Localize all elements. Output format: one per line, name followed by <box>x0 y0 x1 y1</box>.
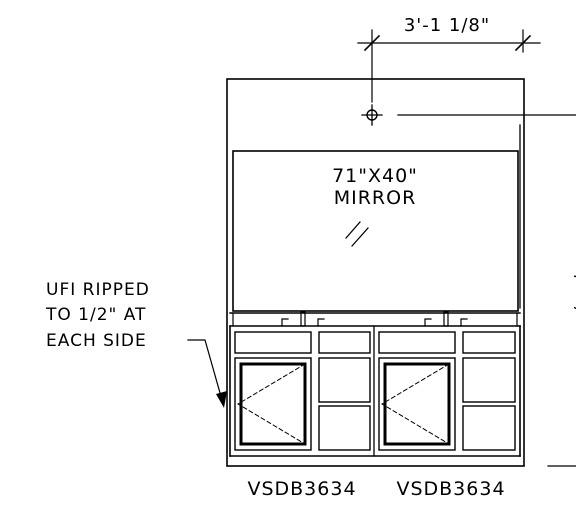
door-panel <box>239 362 307 446</box>
door-panel <box>383 362 451 446</box>
top-dimension: 3'-1 1/8" <box>357 15 541 103</box>
mirror-size-label: 71"X40" <box>332 165 418 187</box>
top-drawer <box>318 331 371 354</box>
door-frame <box>234 357 312 451</box>
side-note-line-3: EACH SIDE <box>46 331 147 351</box>
right-dimension: 4 7 <box>547 270 576 467</box>
countertop <box>229 312 521 327</box>
side-note: UFI RIPPED TO 1/2" AT EACH SIDE <box>45 280 227 408</box>
vanity-base <box>229 325 521 457</box>
faucet-right <box>424 311 468 327</box>
right-dim-mark-1: 4 <box>570 270 576 281</box>
dimension-label: 3'-1 1/8" <box>404 15 490 36</box>
cabinet-label-right: VSDB3634 <box>396 478 505 500</box>
top-drawer <box>234 331 312 354</box>
top-drawer <box>462 331 516 354</box>
side-drawer <box>318 357 371 403</box>
right-dim-mark-2: 7 <box>570 304 576 315</box>
faucet-left <box>281 311 325 327</box>
side-drawer <box>462 357 516 403</box>
wall-outline <box>226 78 525 467</box>
cabinet-right <box>378 331 516 451</box>
leader-line <box>187 339 223 401</box>
leader-arrowhead <box>216 391 227 408</box>
side-drawer <box>462 405 516 451</box>
side-note-line-1: UFI RIPPED <box>46 280 150 300</box>
door-swing <box>381 363 450 445</box>
cabinet-left <box>234 331 371 451</box>
cabinet-label-left: VSDB3634 <box>247 478 356 500</box>
mirror-label: MIRROR <box>334 187 417 209</box>
side-note-line-2: TO 1/2" AT <box>45 305 146 325</box>
side-drawer <box>318 405 371 451</box>
glass-hatch <box>345 221 361 239</box>
mirror: 71"X40" MIRROR <box>232 150 519 312</box>
top-drawer <box>378 331 456 354</box>
door-frame <box>378 357 456 451</box>
center-mark-symbol <box>361 104 576 126</box>
door-swing <box>237 363 306 445</box>
